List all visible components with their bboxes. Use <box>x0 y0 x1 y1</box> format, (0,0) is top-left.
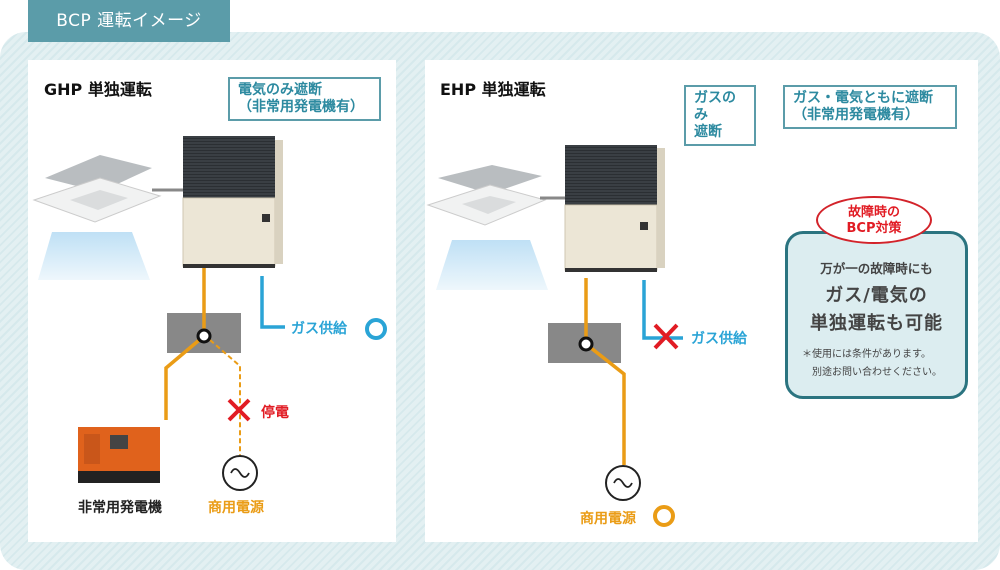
ghp-outage-label: 停電 <box>261 405 289 421</box>
ehp-tag1-line1: ガスのみ <box>694 90 736 123</box>
ghp-indoor-unit-icon <box>32 155 162 223</box>
ehp-power-ok-icon <box>653 505 675 527</box>
bcp-badge-line2: BCP対策 <box>846 221 902 236</box>
bcp-badge-line1: 故障時の <box>847 205 900 220</box>
ghp-title: GHP 単独運転 <box>44 80 152 99</box>
ehp-gas-only-tag: ガスのみ 遮断 <box>684 85 756 146</box>
bcp-callout: 万が一の故障時にも ガス/電気の 単独運転も可能 ＊使用には条件があります。 別… <box>785 231 968 399</box>
ehp-power-line <box>584 278 626 465</box>
ghp-condition-tag: 電気のみ遮断 （非常用発電機有） <box>228 77 381 121</box>
bcp-line2: ガス/電気の <box>825 285 928 306</box>
ghp-outdoor-unit-icon <box>182 136 283 268</box>
generator-icon <box>78 427 160 483</box>
ehp-airflow-icon <box>436 240 548 290</box>
ghp-commercial-label: 商用電源 <box>208 500 264 516</box>
ghp-power-line <box>164 268 206 420</box>
ghp-gas-label: ガス供給 <box>291 321 347 337</box>
ehp-gas-cut-x-icon <box>653 323 679 350</box>
bcp-note1: ＊使用には条件があります。 <box>802 349 931 360</box>
generator-label: 非常用発電機 <box>78 500 162 516</box>
page-title: BCP 運転イメージ <box>28 0 230 42</box>
ghp-commercial-dashed-line <box>209 339 241 455</box>
ghp-airflow-icon <box>38 232 150 280</box>
ghp-outage-x-icon <box>227 398 251 422</box>
bcp-line1: 万が一の故障時にも <box>820 261 933 276</box>
bcp-badge: 故障時の BCP対策 <box>816 196 932 244</box>
ehp-tag2-line2: （非常用発電機有） <box>793 107 919 123</box>
ghp-gas-line <box>260 276 285 329</box>
bcp-line3: 単独運転も可能 <box>810 313 943 334</box>
ehp-commercial-label: 商用電源 <box>580 511 636 527</box>
ghp-tag-line1: 電気のみ遮断 <box>238 82 322 98</box>
ehp-tag2-line1: ガス・電気ともに遮断 <box>793 90 933 106</box>
ghp-gas-ok-icon <box>365 318 387 340</box>
bcp-note2: 別途お問い合わせください。 <box>812 367 942 378</box>
ghp-tag-line2: （非常用発電機有） <box>238 99 364 115</box>
ehp-indoor-unit-icon <box>426 165 547 226</box>
ehp-title: EHP 単独運転 <box>440 80 546 99</box>
ehp-gas-line <box>642 280 683 340</box>
ehp-both-tag: ガス・電気ともに遮断 （非常用発電機有） <box>783 85 957 129</box>
ehp-gas-label: ガス供給 <box>691 331 747 347</box>
ehp-outdoor-unit-icon <box>564 145 665 272</box>
ehp-tag1-line2: 遮断 <box>694 124 722 140</box>
